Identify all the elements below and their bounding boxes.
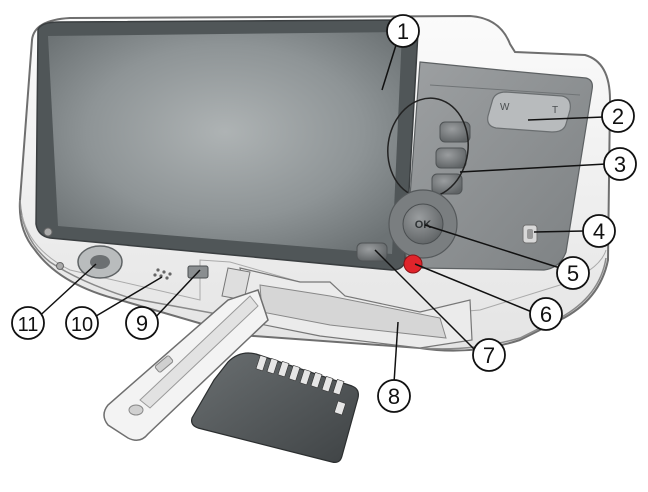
callout-5: 5 xyxy=(556,256,590,290)
mode-button-middle[interactable] xyxy=(435,147,467,169)
screw-hole xyxy=(43,227,53,237)
screw-hole-2 xyxy=(56,262,64,270)
lcd-screen xyxy=(35,19,419,271)
callout-2: 2 xyxy=(601,99,635,133)
callout-11-label: 11 xyxy=(18,314,39,336)
callout-4: 4 xyxy=(582,214,616,248)
sd-card xyxy=(191,352,359,463)
share-button[interactable] xyxy=(403,254,423,274)
tripod-socket xyxy=(77,245,123,279)
zoom-button[interactable]: W T xyxy=(487,91,571,133)
speaker-grille xyxy=(153,268,172,280)
card-compartment xyxy=(221,267,473,349)
callout-3-label: 3 xyxy=(614,152,626,177)
callouts: 1 2 3 4 5 6 7 8 9 10 11 xyxy=(11,14,637,413)
review-button[interactable] xyxy=(356,242,388,262)
strap-post xyxy=(522,224,538,244)
leader-11 xyxy=(32,263,97,323)
leader-5 xyxy=(424,224,561,269)
mode-buttons xyxy=(387,97,471,199)
callout-3: 3 xyxy=(603,147,637,181)
callout-1: 1 xyxy=(386,14,420,48)
callout-2-label: 2 xyxy=(612,104,624,129)
callout-9-label: 9 xyxy=(136,311,148,336)
leader-4 xyxy=(533,230,585,233)
callout-1-label: 1 xyxy=(397,19,409,44)
leader-6 xyxy=(414,263,533,313)
ok-label: OK xyxy=(415,219,432,231)
callout-6: 6 xyxy=(529,297,563,331)
callout-10: 10 xyxy=(65,306,99,340)
leader-1 xyxy=(381,44,397,91)
callout-7: 7 xyxy=(472,338,506,372)
callout-5-label: 5 xyxy=(567,261,579,286)
leader-7 xyxy=(374,249,476,351)
callout-11: 11 xyxy=(11,306,45,340)
callout-6-label: 6 xyxy=(540,302,552,327)
callout-8-label: 8 xyxy=(388,384,400,409)
callout-10-label: 10 xyxy=(71,314,93,336)
zoom-tele-label: T xyxy=(552,105,558,116)
zoom-wide-label: W xyxy=(500,102,510,113)
compartment-door xyxy=(103,289,269,441)
leader-lines xyxy=(32,44,607,384)
callout-7-label: 7 xyxy=(483,343,495,368)
callout-9: 9 xyxy=(125,306,159,340)
leader-8 xyxy=(393,321,399,384)
leader-3 xyxy=(459,163,607,173)
callout-4-label: 4 xyxy=(593,219,605,244)
leader-9 xyxy=(150,269,201,323)
mode-button-top[interactable] xyxy=(439,121,471,143)
leader-2 xyxy=(527,116,605,121)
leader-10 xyxy=(85,276,163,323)
callout-8: 8 xyxy=(377,379,411,413)
mode-button-bottom[interactable] xyxy=(431,173,463,195)
ok-control[interactable]: OK xyxy=(388,189,458,259)
